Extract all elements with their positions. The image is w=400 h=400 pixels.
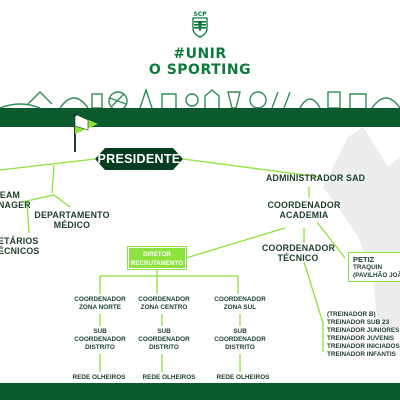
slogan-line-1: #UNIR bbox=[173, 46, 227, 62]
node-coordenador-academia: COORDENADOR ACADEMIA bbox=[264, 200, 344, 220]
node-text-line: RECRUTAMENTO bbox=[130, 260, 184, 267]
node-coordenador-zona-sul: COORDENADOR ZONA SUL bbox=[210, 296, 270, 312]
node-rede-olheiros-centro: REDE OLHEIROS bbox=[142, 374, 196, 381]
node-administrador-sad: ADMINISTRADOR SAD bbox=[266, 173, 366, 183]
node-text-line: ACADEMIA bbox=[279, 210, 329, 220]
node-text-line: EAM bbox=[0, 190, 21, 200]
node-rede-olheiros-norte: REDE OLHEIROS bbox=[72, 374, 126, 381]
node-text-line: (PAVILHÃO JOÃ bbox=[353, 272, 400, 279]
node-team-manager: EAM NAGER bbox=[0, 190, 31, 210]
node-treinadores-list: (TREINADOR B) TREINADOR SUB 23 TREINADOR… bbox=[327, 311, 400, 359]
node-text-line: COORDENADOR bbox=[267, 200, 341, 210]
node-coordenador-zona-norte: COORDENADOR ZONA NORTE bbox=[70, 296, 130, 312]
node-text-line: NAGER bbox=[0, 200, 31, 210]
top-band bbox=[0, 108, 400, 127]
node-petiz-traquinas: PETIZ TRAQUIN (PAVILHÃO JOÃ bbox=[348, 252, 400, 282]
node-secretarios-tecnicos: ETÁRIOS ÉCNICOS bbox=[0, 236, 40, 256]
node-text-line: ÉCNICOS bbox=[0, 246, 40, 256]
node-text-line: SUB bbox=[93, 328, 107, 335]
treinador-item: TREINADOR INFANTIS bbox=[327, 351, 396, 358]
treinador-item: TREINADOR SUB 23 bbox=[327, 319, 390, 326]
node-text-line: ZONA NORTE bbox=[78, 304, 121, 311]
node-text-line: COORDENADOR bbox=[214, 296, 266, 303]
node-text-line: MÉDICO bbox=[53, 220, 91, 230]
node-rede-olheiros-sul: REDE OLHEIROS bbox=[216, 374, 270, 381]
node-text-line: TRAQUIN bbox=[353, 264, 383, 271]
node-text-line: ETÁRIOS bbox=[0, 236, 39, 246]
logo-text: SCP bbox=[193, 11, 207, 18]
node-text-line: DISTRITO bbox=[85, 344, 115, 351]
sporting-crest-logo: SCP bbox=[192, 11, 208, 38]
treinador-item: TREINADOR JUVENIS bbox=[327, 335, 395, 342]
node-text-line: ZONA CENTRO bbox=[140, 304, 188, 311]
node-text-line: COORDENADOR bbox=[214, 336, 266, 343]
node-text-line: DEPARTAMENTO bbox=[34, 210, 110, 220]
node-coordenador-tecnico: COORDENADOR TÉCNICO bbox=[262, 243, 336, 263]
node-diretor-recrutamento: DIRETOR RECRUTAMENTO bbox=[128, 247, 186, 269]
node-presidente: PRESIDENTE bbox=[95, 148, 183, 170]
node-text-line: DIRETOR bbox=[143, 251, 171, 258]
node-text-line: COORDENADOR bbox=[74, 336, 126, 343]
node-text-line: ZONA SUL bbox=[223, 304, 257, 311]
node-text-line: TÉCNICO bbox=[277, 253, 319, 263]
node-text-line: PETIZ bbox=[353, 255, 375, 264]
treinador-item: TREINADOR INICIADOS bbox=[327, 343, 400, 350]
node-text-line: DISTRITO bbox=[149, 344, 179, 351]
node-text-line: SUB bbox=[157, 328, 171, 335]
node-departamento-medico: DEPARTAMENTO MÉDICO bbox=[34, 210, 110, 230]
node-sub-coordenador-distrito-centro: SUB COORDENADOR DISTRITO bbox=[134, 328, 194, 352]
treinador-item: TREINADOR JUNIORES bbox=[327, 327, 400, 334]
bottom-band bbox=[0, 383, 400, 400]
node-text-line: COORDENADOR bbox=[262, 243, 336, 253]
node-text-line: SUB bbox=[233, 328, 247, 335]
node-sub-coordenador-distrito-norte: SUB COORDENADOR DISTRITO bbox=[70, 328, 130, 352]
node-coordenador-zona-centro: COORDENADOR ZONA CENTRO bbox=[134, 296, 194, 312]
slogan-line-2: O SPORTING bbox=[148, 62, 252, 78]
node-text-line: COORDENADOR bbox=[138, 336, 190, 343]
flag-icon bbox=[73, 113, 98, 152]
node-text-line: COORDENADOR bbox=[74, 296, 126, 303]
treinador-item: (TREINADOR B) bbox=[327, 311, 376, 318]
node-text-line: COORDENADOR bbox=[138, 296, 190, 303]
node-text-line: DISTRITO bbox=[225, 344, 255, 351]
node-sub-coordenador-distrito-sul: SUB COORDENADOR DISTRITO bbox=[210, 328, 270, 352]
